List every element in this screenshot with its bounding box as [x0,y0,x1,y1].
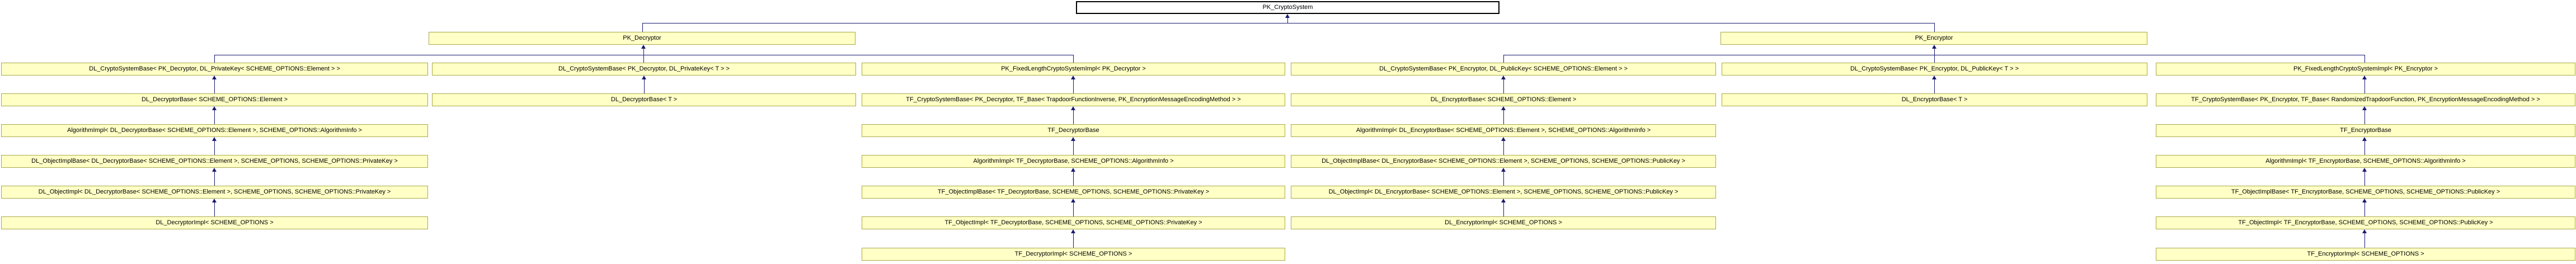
class-node-tf-objectimplbase-encryptor[interactable]: TF_ObjectImplBase< TF_EncryptorBase, SCH… [2156,186,2575,199]
arrow-up-icon [641,45,646,49]
arrow-up-icon [1071,137,1075,141]
inheritance-edge-line [214,141,215,155]
inheritance-edge-line [1287,18,1288,23]
arrow-up-icon [1071,168,1075,172]
class-node-dl-objectimplbase-decryptor[interactable]: DL_ObjectImplBase< DL_DecryptorBase< SCH… [1,155,428,168]
arrow-up-icon [212,137,217,141]
inheritance-edge-line [1073,172,1074,186]
class-node-pk-decryptor[interactable]: PK_Decryptor [429,32,855,45]
inheritance-edge-line [214,172,215,186]
arrow-up-icon [1501,106,1506,110]
class-node-tf-objectimplbase-decryptor[interactable]: TF_ObjectImplBase< TF_DecryptorBase, SCH… [862,186,1285,199]
class-node-dl-encryptorbase-element[interactable]: DL_EncryptorBase< SCHEME_OPTIONS::Elemen… [1291,93,1716,106]
class-node-dl-decryptorbase-t[interactable]: DL_DecryptorBase< T > [432,93,856,106]
inheritance-edge-line [642,23,643,32]
inheritance-edge-line [1503,172,1504,186]
arrow-up-icon [2362,199,2367,202]
arrow-up-icon [1501,76,1506,79]
class-node-dl-objectimpl-encryptor[interactable]: DL_ObjectImpl< DL_EncryptorBase< SCHEME_… [1291,186,1716,199]
arrow-up-icon [1071,199,1075,202]
arrow-up-icon [2362,76,2367,79]
class-node-dl-cryptosystembase-decryptor-element[interactable]: DL_CryptoSystemBase< PK_Decryptor, DL_Pr… [1,63,428,76]
class-node-dl-encryptorbase-t[interactable]: DL_EncryptorBase< T > [1722,93,2147,106]
inheritance-edge-line [1934,23,1935,32]
inheritance-edge-line [1503,110,1504,124]
arrow-up-icon [1285,14,1290,18]
inheritance-edge-line [643,49,644,55]
class-node-tf-encryptorimpl[interactable]: TF_EncryptorImpl< SCHEME_OPTIONS > [2156,248,2575,261]
class-node-algorithmimpl-tf-encryptorbase[interactable]: AlgorithmImpl< TF_EncryptorBase, SCHEME_… [2156,155,2575,168]
arrow-up-icon [212,168,217,172]
inheritance-edge-line [1073,55,1074,63]
arrow-up-icon [212,106,217,110]
class-node-pk-fixedlengthcryptosystemimpl-decryptor[interactable]: PK_FixedLengthCryptoSystemImpl< PK_Decry… [862,63,1285,76]
class-node-dl-cryptosystembase-encryptor-element[interactable]: DL_CryptoSystemBase< PK_Encryptor, DL_Pu… [1291,63,1716,76]
class-node-dl-decryptorimpl[interactable]: DL_DecryptorImpl< SCHEME_OPTIONS > [1,216,428,229]
class-node-tf-cryptosystembase-decryptor[interactable]: TF_CryptoSystemBase< PK_Decryptor, TF_Ba… [862,93,1285,106]
inheritance-edge-line [214,110,215,124]
inheritance-edge-line [1503,79,1504,93]
inheritance-edge-line [1934,79,1935,93]
inheritance-edge-line [1503,202,1504,216]
arrow-up-icon [212,76,217,79]
arrow-up-icon [2362,229,2367,233]
arrow-up-icon [1071,76,1075,79]
arrow-up-icon [2362,137,2367,141]
arrow-up-icon [1501,168,1506,172]
class-node-tf-decryptorbase[interactable]: TF_DecryptorBase [862,124,1285,137]
arrow-up-icon [1501,137,1506,141]
inheritance-edge-line [1073,233,1074,248]
class-node-tf-decryptorimpl[interactable]: TF_DecryptorImpl< SCHEME_OPTIONS > [862,248,1285,261]
arrow-up-icon [212,199,217,202]
arrow-up-icon [2362,168,2367,172]
arrow-up-icon [1071,229,1075,233]
class-node-dl-objectimpl-decryptor[interactable]: DL_ObjectImpl< DL_DecryptorBase< SCHEME_… [1,186,428,199]
arrow-up-icon [642,76,646,79]
inheritance-edge-line [643,55,644,63]
class-node-pk-encryptor[interactable]: PK_Encryptor [1721,32,2147,45]
class-node-algorithmimpl-dl-encryptorbase[interactable]: AlgorithmImpl< DL_EncryptorBase< SCHEME_… [1291,124,1716,137]
class-node-dl-cryptosystembase-decryptor-t[interactable]: DL_CryptoSystemBase< PK_Decryptor, DL_Pr… [432,63,856,76]
inheritance-edge-line [1934,55,1935,63]
class-node-algorithmimpl-dl-decryptorbase[interactable]: AlgorithmImpl< DL_DecryptorBase< SCHEME_… [1,124,428,137]
arrow-up-icon [1501,199,1506,202]
inheritance-edge-line [1503,55,1504,63]
inheritance-edge-line [644,79,645,93]
arrow-up-icon [2362,106,2367,110]
class-node-tf-cryptosystembase-encryptor[interactable]: TF_CryptoSystemBase< PK_Encryptor, TF_Ba… [2156,93,2575,106]
class-node-dl-encryptorimpl[interactable]: DL_EncryptorImpl< SCHEME_OPTIONS > [1291,216,1716,229]
class-node-dl-decryptorbase-element[interactable]: DL_DecryptorBase< SCHEME_OPTIONS::Elemen… [1,93,428,106]
inheritance-edge-line [1073,79,1074,93]
inheritance-edge-line [1073,202,1074,216]
class-node-pk-cryptosystem[interactable]: PK_CryptoSystem [1076,1,1499,14]
inheritance-edge-line [214,202,215,216]
class-node-tf-objectimpl-encryptor[interactable]: TF_ObjectImpl< TF_EncryptorBase, SCHEME_… [2156,216,2575,229]
class-node-pk-fixedlengthcryptosystemimpl-encryptor[interactable]: PK_FixedLengthCryptoSystemImpl< PK_Encry… [2156,63,2575,76]
inheritance-edge-line [214,79,215,93]
inheritance-edge-line [214,55,215,63]
inheritance-edge-line [1503,141,1504,155]
class-node-dl-cryptosystembase-encryptor-t[interactable]: DL_CryptoSystemBase< PK_Encryptor, DL_Pu… [1722,63,2147,76]
arrow-up-icon [1932,45,1936,49]
class-node-dl-objectimplbase-encryptor[interactable]: DL_ObjectImplBase< DL_EncryptorBase< SCH… [1291,155,1716,168]
arrow-up-icon [1932,76,1936,79]
class-node-tf-objectimpl-decryptor[interactable]: TF_ObjectImpl< TF_DecryptorBase, SCHEME_… [862,216,1285,229]
inheritance-edge-line [1073,141,1074,155]
inheritance-edge-line [1934,49,1935,55]
arrow-up-icon [1071,106,1075,110]
class-node-algorithmimpl-tf-decryptorbase[interactable]: AlgorithmImpl< TF_DecryptorBase, SCHEME_… [862,155,1285,168]
class-node-tf-encryptorbase[interactable]: TF_EncryptorBase [2156,124,2575,137]
inheritance-edge-line [1073,110,1074,124]
